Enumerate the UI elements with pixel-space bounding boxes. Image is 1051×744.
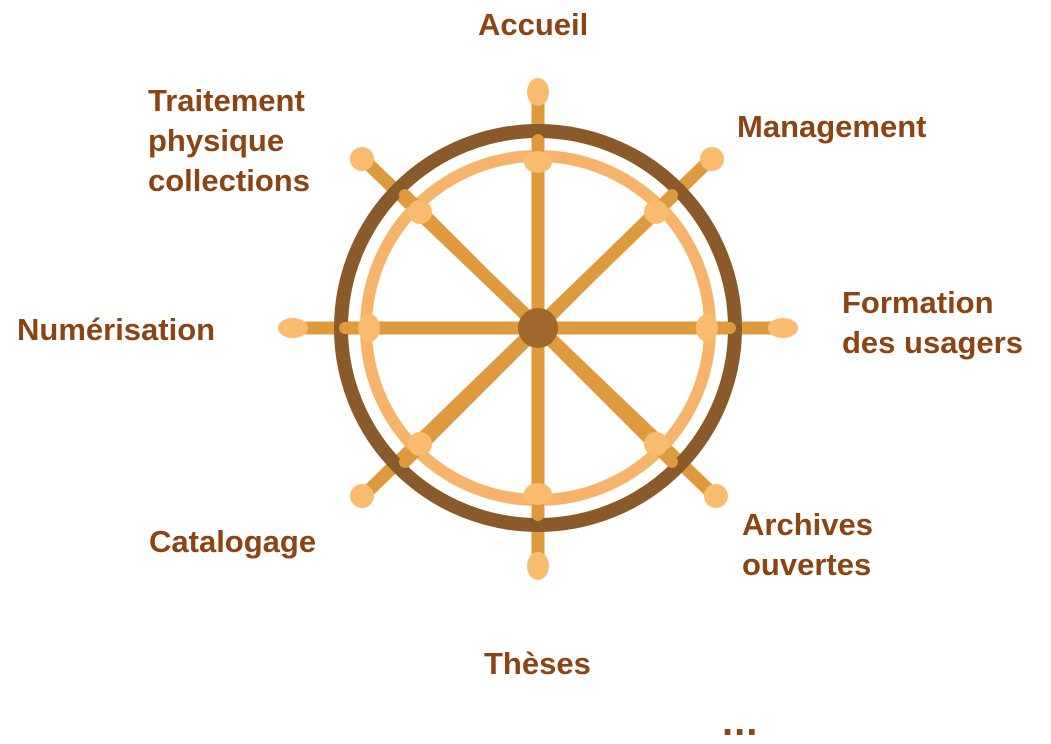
label-management: Management (737, 109, 927, 144)
label-accueil: Accueil (478, 7, 589, 42)
label-theses: Thèses (484, 646, 591, 681)
wheel-hub (518, 308, 558, 348)
label-archives: Archives ouvertes (742, 507, 873, 582)
wheel-handles (278, 78, 798, 580)
label-catalogage: Catalogage (149, 524, 317, 559)
more-ellipsis: ... (722, 700, 759, 744)
label-formation: Formation des usagers (842, 285, 1023, 360)
label-numerisation: Numérisation (17, 312, 216, 347)
rim-joints (358, 151, 718, 505)
label-traitement: Traitement physique collections (148, 83, 310, 198)
